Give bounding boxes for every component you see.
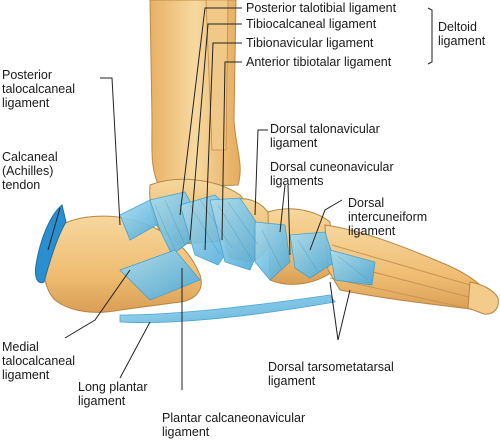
label-tibiocalcaneal: Tibiocalcaneal ligament — [246, 17, 377, 31]
label-anterior-tibiotalar: Anterior tibiotalar ligament — [246, 55, 392, 69]
label-dorsal-intercuneiform: Dorsal intercuneiform ligament — [348, 196, 428, 238]
label-dorsal-talonavicular: Dorsal talonavicular ligament — [270, 122, 380, 150]
label-long-plantar: Long plantar ligament — [78, 380, 148, 408]
achilles-tendon — [35, 204, 67, 284]
toe-bones — [467, 281, 499, 315]
label-dorsal-cuneonavicular: Dorsal cuneonavicular ligaments — [270, 160, 394, 188]
fibula-bone — [205, 0, 229, 151]
leader-lines — [47, 7, 433, 390]
label-dorsal-tarsometatarsal: Dorsal tarsometatarsal ligament — [268, 360, 394, 388]
label-posterior-talocalcaneal: Posterior talocalcaneal ligament — [2, 68, 75, 110]
label-posterior-talotibial: Posterior talotibial ligament — [246, 1, 397, 15]
label-calcaneal-tendon: Calcaneal (Achilles) tendon — [2, 150, 58, 192]
label-plantar-calcaneonavicular: Plantar calcaneonavicular ligament — [162, 411, 306, 439]
label-tibionavicular: Tibionavicular ligament — [246, 36, 374, 50]
label-medial-talocalcaneal: Medial talocalcaneal ligament — [2, 340, 75, 382]
